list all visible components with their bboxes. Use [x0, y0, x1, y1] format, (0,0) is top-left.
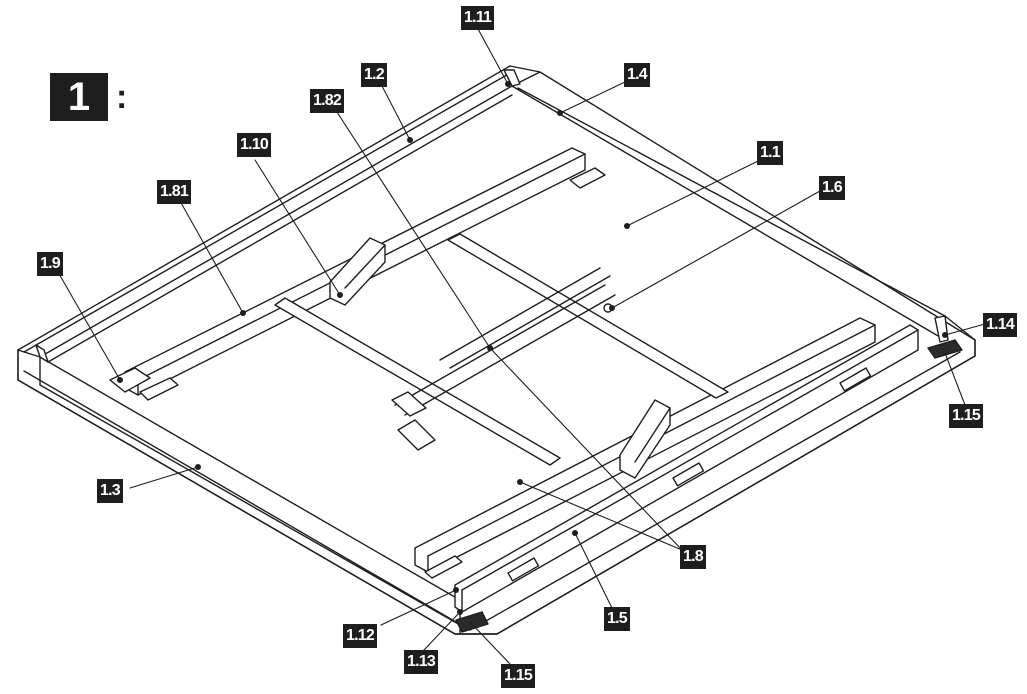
part-label-1-11: 1.11 — [461, 6, 495, 30]
part-label-1-10: 1.10 — [237, 133, 271, 157]
leader-lines — [57, 28, 986, 665]
part-label-1-3: 1.3 — [97, 479, 123, 503]
part-label-1-81: 1.81 — [157, 180, 191, 204]
part-label-1-5: 1.5 — [604, 607, 630, 631]
part-label-1-2: 1.2 — [361, 63, 387, 87]
diagonal-members — [274, 233, 729, 466]
cross-beams — [329, 237, 671, 479]
leader-dots — [117, 81, 948, 615]
part-label-1-4: 1.4 — [624, 63, 650, 87]
part-label-1-9: 1.9 — [37, 252, 63, 276]
front-rail — [454, 324, 919, 613]
part-label-1-15-bottom: 1.15 — [501, 664, 535, 688]
part-label-1-12: 1.12 — [343, 624, 377, 648]
part-label-1-13: 1.13 — [404, 650, 438, 674]
part-label-1-82: 1.82 — [310, 89, 344, 113]
part-label-1-6: 1.6 — [819, 176, 845, 200]
outer-frame — [17, 65, 976, 635]
part-label-1-1: 1.1 — [757, 141, 783, 165]
part-label-1-15-right: 1.15 — [949, 404, 983, 428]
part-label-1-14: 1.14 — [983, 313, 1017, 337]
foot-pads — [455, 339, 963, 633]
step-number-badge: 1 — [50, 73, 108, 121]
part-label-1-8: 1.8 — [680, 545, 706, 569]
brackets — [109, 167, 606, 579]
step-separator: : — [116, 78, 128, 116]
